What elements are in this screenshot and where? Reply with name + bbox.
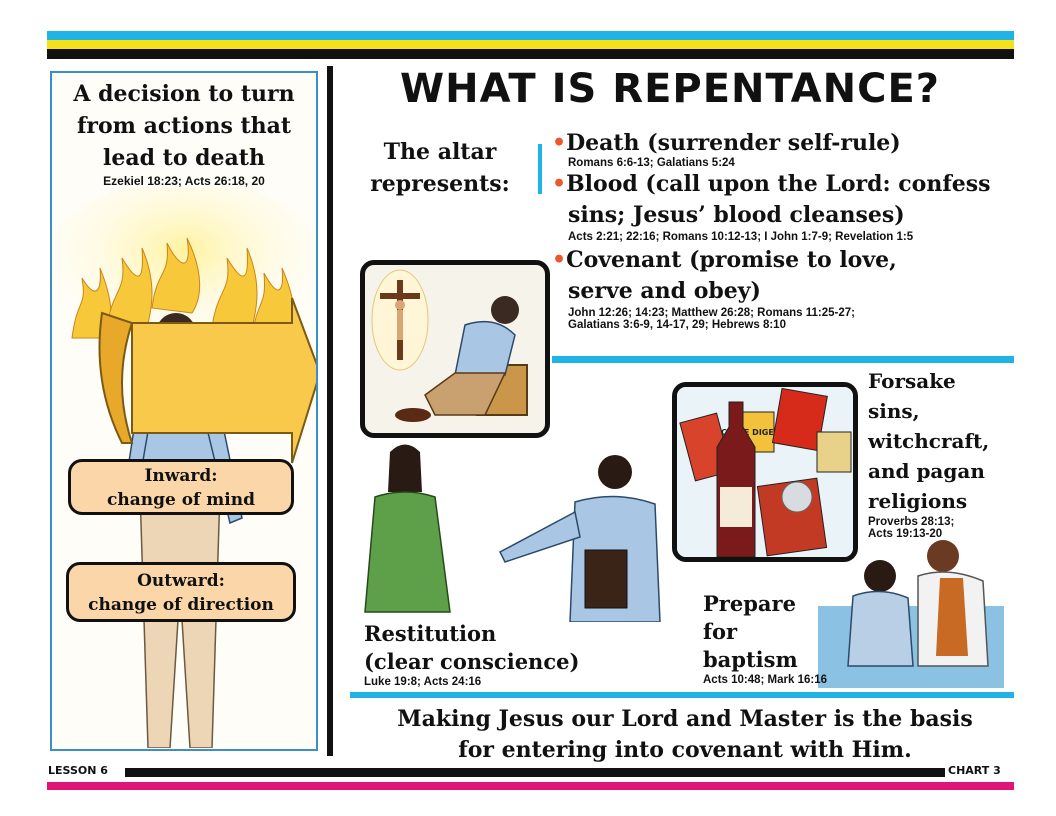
forsake-line: religions bbox=[868, 489, 968, 513]
left-heading-line: A decision to turn bbox=[73, 81, 295, 107]
turn-arrow-icon bbox=[98, 297, 316, 464]
outward-label-line: Outward: bbox=[137, 571, 225, 591]
altar-heading-line: The altar bbox=[383, 139, 497, 165]
top-black-stripe bbox=[47, 49, 1014, 59]
point-title: Blood (call upon the Lord: confess bbox=[566, 171, 991, 197]
forsake-reference: Proverbs 28:13; bbox=[868, 516, 955, 528]
left-panel: A decision to turn from actions that lea… bbox=[50, 71, 318, 751]
point-reference: Galatians 3:6-9, 14-17, 29; Hebrews 8:10 bbox=[568, 319, 786, 331]
forsake-line: witchcraft, bbox=[868, 429, 990, 453]
point-title-cont: sins; Jesus’ blood cleanses) bbox=[568, 202, 905, 228]
chart-number-label: CHART 3 bbox=[948, 764, 1001, 777]
forsake-line: sins, bbox=[868, 399, 920, 423]
inward-label: Inward: change of mind bbox=[68, 459, 294, 515]
altar-heading: The altar represents: bbox=[350, 136, 530, 200]
altar-accent-mark bbox=[538, 144, 542, 194]
point-title-cont: serve and obey) bbox=[568, 278, 761, 304]
top-cyan-stripe bbox=[47, 31, 1014, 40]
forsake-line: and pagan bbox=[868, 459, 985, 483]
inward-label-line: Inward: bbox=[144, 466, 218, 486]
baptism-line: baptism bbox=[703, 647, 798, 672]
baptism-line: for bbox=[703, 619, 738, 644]
section-rule bbox=[552, 356, 1014, 363]
point-title: Covenant (promise to love, bbox=[566, 247, 897, 273]
restitution-line: Restitution bbox=[364, 621, 497, 646]
vertical-divider bbox=[327, 66, 333, 756]
lesson-label: LESSON 6 bbox=[48, 764, 108, 777]
altar-point-death: •Death (surrender self-rule) Romans 6:6-… bbox=[552, 128, 1042, 169]
restitution-line: (clear conscience) bbox=[364, 649, 580, 674]
forsake-items-picture: CRIME DIGEST bbox=[672, 382, 858, 562]
inward-label-line: change of mind bbox=[107, 490, 255, 510]
sinful-items-illustration: CRIME DIGEST bbox=[677, 387, 853, 557]
restitution-reference: Luke 19:8; Acts 24:16 bbox=[364, 676, 482, 688]
page-title: WHAT IS REPENTANCE? bbox=[399, 66, 940, 112]
baptism-line: Prepare bbox=[703, 591, 796, 616]
altar-point-blood: •Blood (call upon the Lord: confess sins… bbox=[552, 169, 1042, 243]
left-heading: A decision to turn from actions that lea… bbox=[52, 78, 316, 174]
footer-rule bbox=[350, 692, 1014, 698]
altar-heading-line: represents: bbox=[370, 171, 510, 197]
point-reference: John 12:26; 14:23; Matthew 26:28; Romans… bbox=[568, 307, 855, 319]
point-title: Death (surrender self-rule) bbox=[566, 130, 901, 156]
altar-point-covenant: •Covenant (promise to love, serve and ob… bbox=[552, 245, 1042, 331]
bullet-icon: • bbox=[552, 247, 567, 273]
forsake-block: Forsake sins, witchcraft, and pagan reli… bbox=[868, 366, 1018, 540]
footer-statement-line: Making Jesus our Lord and Master is the … bbox=[397, 706, 973, 732]
left-heading-line: from actions that bbox=[76, 113, 292, 139]
left-reference: Ezekiel 18:23; Acts 26:18, 20 bbox=[103, 174, 265, 188]
footer-statement: Making Jesus our Lord and Master is the … bbox=[340, 704, 1030, 766]
bullet-icon: • bbox=[552, 171, 567, 197]
bottom-magenta-stripe bbox=[47, 782, 1014, 790]
crime-digest-cover: CRIME DIGEST bbox=[721, 428, 786, 437]
praying-man-illustration bbox=[371, 269, 528, 422]
top-yellow-stripe bbox=[47, 40, 1014, 49]
baptism-block: Prepare for baptism Acts 10:48; Mark 16:… bbox=[703, 590, 863, 686]
restitution-illustration bbox=[364, 444, 661, 622]
bottom-black-stripe bbox=[125, 768, 945, 777]
praying-at-altar-picture bbox=[360, 260, 550, 438]
bullet-icon: • bbox=[552, 130, 567, 156]
point-reference: Acts 2:21; 22:16; Romans 10:12-13; I Joh… bbox=[568, 231, 914, 243]
restitution-block: Restitution (clear conscience) Luke 19:8… bbox=[364, 620, 664, 688]
outward-label: Outward: change of direction bbox=[66, 562, 296, 622]
footer-statement-line: for entering into covenant with Him. bbox=[458, 737, 912, 763]
point-reference: Romans 6:6-13; Galatians 5:24 bbox=[568, 157, 735, 169]
left-heading-line: lead to death bbox=[103, 145, 265, 171]
baptism-reference: Acts 10:48; Mark 16:16 bbox=[703, 674, 828, 686]
baptism-illustration bbox=[818, 540, 1004, 688]
outward-label-line: change of direction bbox=[88, 595, 274, 615]
altar-points: •Death (surrender self-rule) Romans 6:6-… bbox=[552, 128, 1042, 331]
forsake-reference: Acts 19:13-20 bbox=[868, 528, 943, 540]
forsake-line: Forsake bbox=[868, 369, 956, 393]
